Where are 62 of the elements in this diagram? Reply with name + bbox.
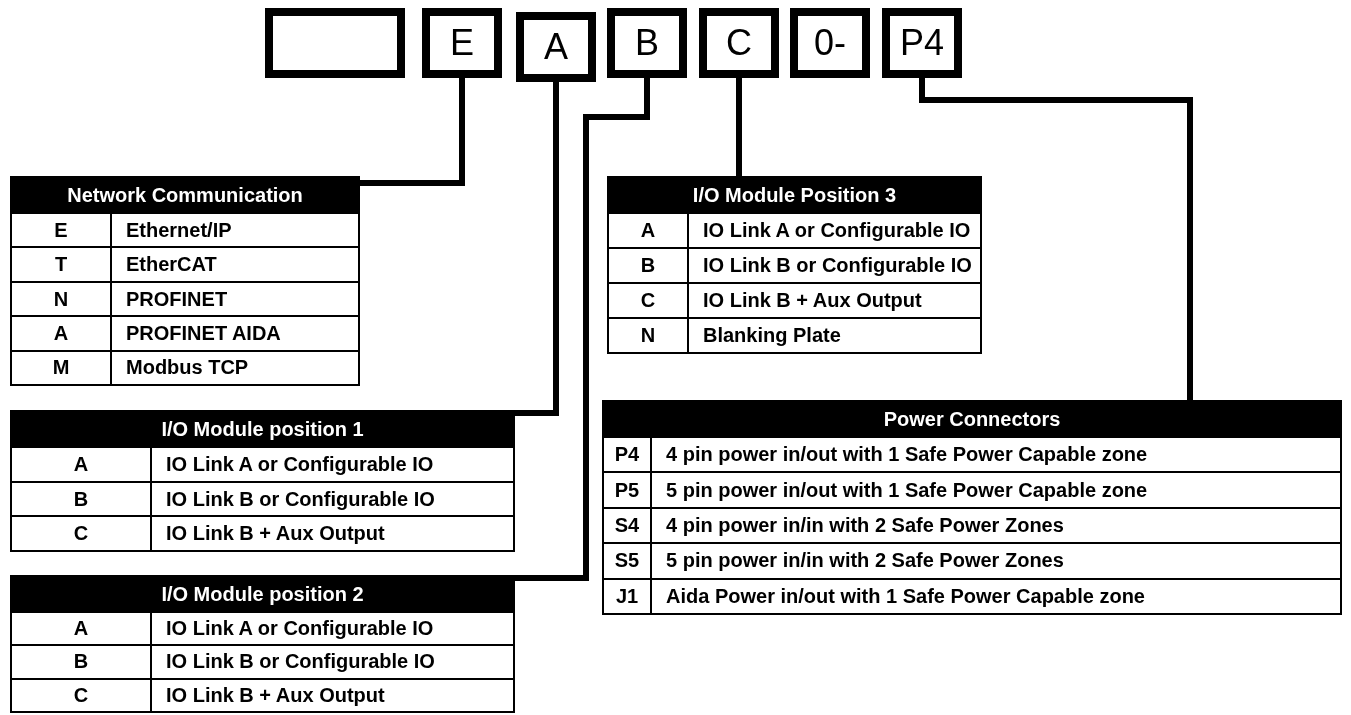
leader-line: [515, 82, 559, 416]
table-header: Network Communication: [12, 178, 358, 212]
table-header: Power Connectors: [604, 402, 1340, 436]
code-cell: S4: [604, 508, 652, 543]
code-cell: C: [609, 284, 689, 317]
leader-line: [515, 78, 650, 581]
code-table: [10, 575, 515, 713]
code-cell: C: [12, 517, 152, 550]
code-cell: C: [12, 679, 152, 711]
description-cell-text: IO Link B + Aux Output: [165, 682, 386, 708]
code-table: [10, 410, 515, 552]
code-cell: P4: [604, 438, 652, 472]
leader-line: [736, 78, 742, 176]
code-box: 0-: [790, 8, 870, 78]
code-cell: A: [12, 448, 152, 481]
code-cell: N: [609, 319, 689, 352]
description-cell-text: IO Link A or Configurable IO: [702, 218, 972, 243]
description-cell-text: Modbus TCP: [125, 355, 250, 381]
description-cell-text: IO Link B or Configurable IO: [165, 486, 436, 512]
code-box: [265, 8, 405, 78]
code-cell: T: [12, 248, 112, 281]
code-cell: B: [609, 249, 689, 282]
code-cell: J1: [604, 579, 652, 614]
description-cell-text: IO Link A or Configurable IO: [165, 616, 435, 642]
code-cell: E: [12, 214, 112, 247]
description-cell-text: IO Link A or Configurable IO: [165, 451, 435, 477]
leader-line: [360, 78, 465, 186]
description-cell-text: PROFINET AIDA: [125, 320, 282, 346]
code-cell: B: [12, 482, 152, 516]
description-cell-text: 5 pin power in/out with 1 Safe Power Capable zone: [665, 477, 1149, 503]
table-header: I/O Module Position 3: [609, 178, 980, 212]
code-cell: A: [12, 613, 152, 645]
code-box: E: [422, 8, 502, 78]
description-cell-text: Aida Power in/out with 1 Safe Power Capable zone: [665, 583, 1146, 609]
description-cell-text: Ethernet/IP: [125, 217, 233, 243]
description-cell-text: 4 pin power in/out with 1 Safe Power Capable zone: [665, 442, 1149, 468]
description-cell-text: 4 pin power in/in with 2 Safe Power Zones: [665, 513, 1065, 538]
description-cell-text: IO Link B + Aux Output: [165, 521, 386, 547]
code-box: B: [607, 8, 687, 78]
description-cell-text: EtherCAT: [125, 252, 218, 278]
code-cell: S5: [604, 544, 652, 578]
code-table: [607, 176, 982, 354]
code-cell: P5: [604, 473, 652, 507]
code-table: [602, 400, 1342, 615]
description-cell-text: 5 pin power in/in with 2 Safe Power Zones: [665, 548, 1065, 574]
code-cell: M: [12, 351, 112, 385]
code-table: [10, 176, 360, 386]
code-cell: A: [609, 214, 689, 247]
table-header: I/O Module position 1: [12, 412, 513, 446]
description-cell-text: Blanking Plate: [702, 323, 842, 348]
code-cell: N: [12, 282, 112, 316]
description-cell-text: IO Link B or Configurable IO: [702, 253, 973, 278]
description-cell-text: PROFINET: [125, 286, 229, 312]
leader-line: [919, 78, 1193, 400]
code-box: P4: [882, 8, 962, 78]
description-cell-text: IO Link B or Configurable IO: [165, 649, 436, 675]
code-box: C: [699, 8, 779, 78]
description-cell-text: IO Link B + Aux Output: [702, 288, 923, 313]
table-header: I/O Module position 2: [12, 577, 513, 611]
code-cell: A: [12, 317, 112, 350]
code-box: A: [516, 12, 596, 82]
code-cell: B: [12, 646, 152, 678]
